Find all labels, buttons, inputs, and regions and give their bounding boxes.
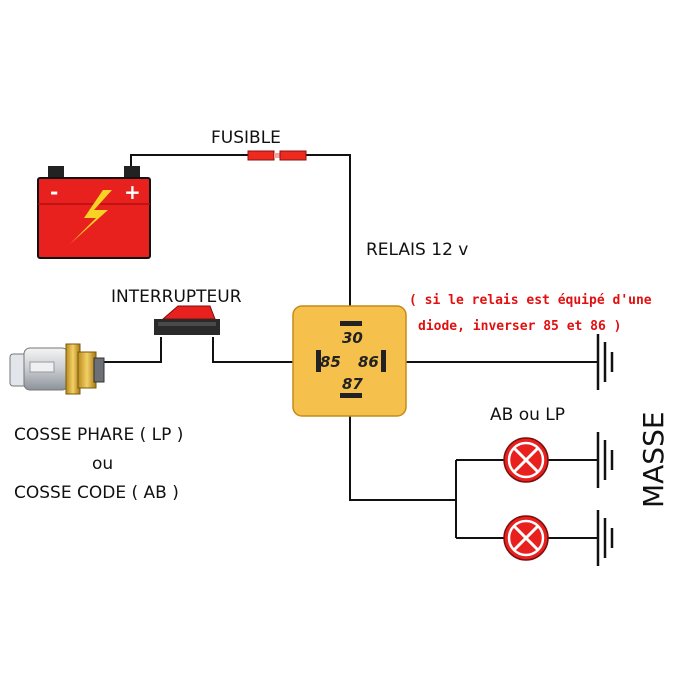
wire-connector-to-switch	[103, 337, 162, 363]
relay-label: RELAIS 12 v	[366, 240, 468, 260]
lamp-type-label: AB ou LP	[490, 405, 565, 425]
lamp-icon	[503, 515, 549, 561]
relay-icon	[292, 305, 407, 417]
fuse-icon	[247, 150, 307, 161]
connector-label-line1: COSSE PHARE ( LP )	[14, 425, 183, 445]
switch-label: INTERRUPTEUR	[111, 287, 242, 307]
ground-icon	[596, 432, 614, 488]
wire-battery-to-fuse	[130, 154, 248, 176]
fuse-label: FUSIBLE	[211, 128, 281, 148]
relay-pin-30: 30	[342, 329, 363, 347]
battery-plus-label: +	[124, 180, 141, 204]
battery-minus-label: -	[50, 180, 58, 204]
bulb-icon	[9, 343, 105, 395]
wire-relay-87-down	[349, 398, 456, 501]
relay-pin-87: 87	[342, 375, 363, 393]
lamp-icon	[503, 437, 549, 483]
relay-pin-85: 85	[320, 353, 341, 371]
switch-icon	[154, 305, 220, 335]
relay-note-line1: ( si le relais est équipé d'une	[409, 293, 652, 308]
wires	[103, 154, 598, 539]
battery-icon: - +	[37, 166, 151, 259]
ground-label: MASSE	[637, 411, 670, 508]
relay-pin-86: 86	[358, 353, 379, 371]
wire-fuse-to-relay-30	[306, 154, 351, 322]
connector-label-line2: ou	[92, 454, 113, 474]
relay-note-line2: diode, inverser 85 et 86 )	[418, 319, 622, 334]
wire-switch-to-relay-85	[212, 337, 318, 363]
ground-icon	[596, 510, 614, 566]
connector-label-line3: COSSE CODE ( AB )	[14, 483, 179, 503]
ground-icon	[596, 334, 614, 390]
lightning-icon	[70, 190, 112, 244]
